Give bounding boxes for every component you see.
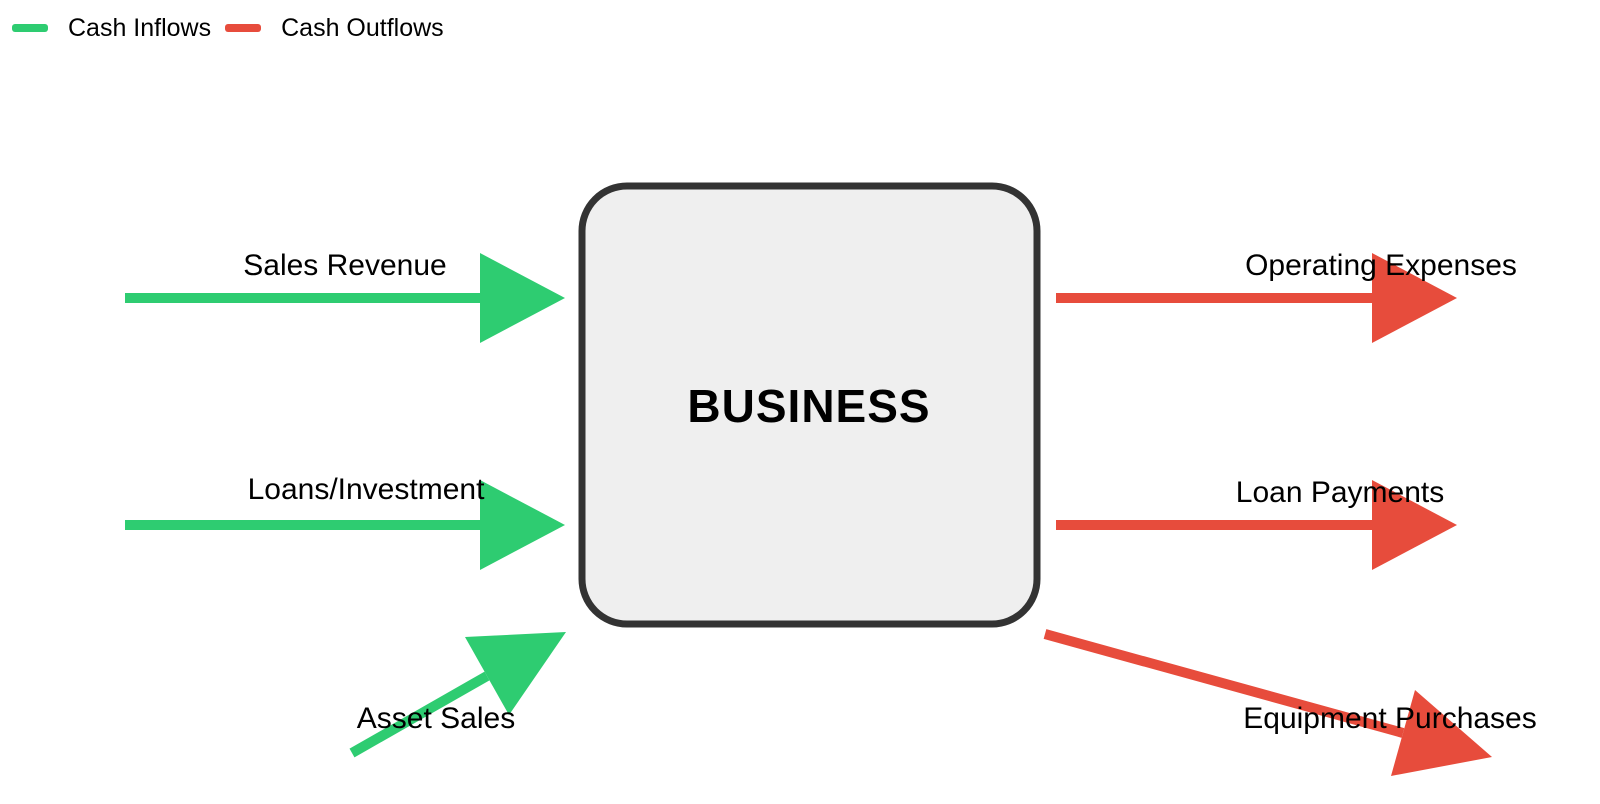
outflow-label-loan-payments: Loan Payments <box>1235 476 1445 509</box>
legend-label-cash-inflows: Cash Inflows <box>68 14 212 42</box>
inflow-arrow-sales-revenue-head <box>480 253 565 343</box>
inflow-label-loans-investment: Loans/Investment <box>247 473 485 506</box>
legend-label-cash-outflows: Cash Outflows <box>281 14 444 42</box>
legend: Cash Inflows Cash Outflows <box>12 13 444 43</box>
outflow-arrow-loan-payments <box>1056 480 1457 570</box>
cash-outflows-swatch-rect <box>225 24 262 32</box>
legend-item-cash-outflows: Cash Outflows <box>225 13 444 43</box>
outflow-arrow-equipment-purchases <box>1043 629 1492 776</box>
inflow-arrow-asset-sales-head <box>465 632 566 715</box>
cash-outflows-swatch-icon <box>225 24 262 32</box>
inflow-arrow-loans-investment-head <box>480 480 565 570</box>
cash-inflows-swatch-icon <box>12 24 48 32</box>
inflow-label-asset-sales: Asset Sales <box>356 702 516 735</box>
inflow-label-sales-revenue: Sales Revenue <box>243 249 447 282</box>
outflow-label-equipment-purchases: Equipment Purchases <box>1243 702 1537 735</box>
inflow-arrow-sales-revenue <box>125 253 565 343</box>
cash-inflows-swatch-rect <box>12 24 48 32</box>
legend-item-cash-inflows: Cash Inflows <box>12 13 211 43</box>
outflow-arrow-loan-payments-head <box>1372 480 1457 570</box>
inflow-arrow-asset-sales <box>349 632 566 758</box>
business-box-label: BUSINESS <box>687 380 931 432</box>
outflow-label-operating-expenses: Operating Expenses <box>1245 249 1517 282</box>
inflow-arrow-asset-sales-shaft <box>349 671 490 758</box>
outflow-arrow-operating-expenses <box>1056 253 1457 343</box>
outflow-arrow-equipment-purchases-head <box>1391 690 1492 776</box>
outflow-arrow-equipment-purchases-shaft <box>1043 629 1405 738</box>
outflow-arrow-operating-expenses-head <box>1372 253 1457 343</box>
inflow-arrow-loans-investment <box>125 480 565 570</box>
business-box <box>578 182 1041 628</box>
